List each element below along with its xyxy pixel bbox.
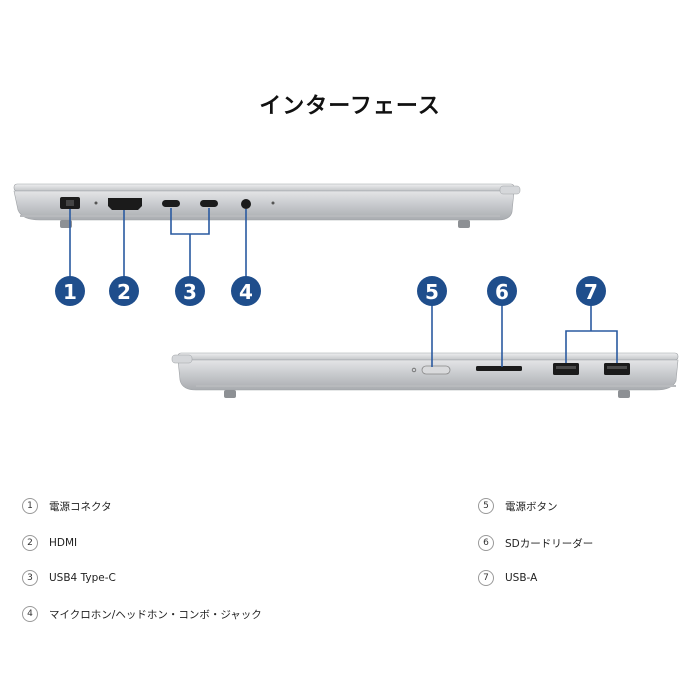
svg-text:1: 1 <box>63 280 77 304</box>
svg-text:4: 4 <box>239 280 253 304</box>
legend-number: 4 <box>22 606 38 622</box>
legend-number: 6 <box>478 535 494 551</box>
svg-text:5: 5 <box>425 280 439 304</box>
legend-label: HDMI <box>49 537 78 549</box>
legend-number: 2 <box>22 535 38 551</box>
callout-badge-7: 7 <box>576 276 606 306</box>
svg-text:7: 7 <box>584 280 598 304</box>
legend-item-usb4-type-c: 3 USB4 Type-C <box>22 570 116 586</box>
svg-text:2: 2 <box>117 280 131 304</box>
legend-number: 7 <box>478 570 494 586</box>
usb-c-port <box>162 200 180 207</box>
legend-item-sd-card-reader: 6 SDカードリーダー <box>478 535 593 551</box>
legend-label: USB4 Type-C <box>49 572 116 584</box>
legend-item-audio-jack: 4 マイクロホン/ヘッドホン・コンボ・ジャック <box>22 606 262 622</box>
legend-item-usb-a: 7 USB-A <box>478 570 537 586</box>
legend-label: マイクロホン/ヘッドホン・コンボ・ジャック <box>49 608 262 621</box>
legend-number: 3 <box>22 570 38 586</box>
legend-label: 電源コネクタ <box>49 500 112 513</box>
legend-label: 電源ボタン <box>505 500 558 513</box>
hdmi-port <box>108 198 142 210</box>
page-title: インターフェース <box>259 94 441 119</box>
legend-label: SDカードリーダー <box>505 537 594 550</box>
right-side-view <box>171 305 679 398</box>
callout-badge-3: 3 <box>175 276 205 306</box>
laptop-side-views: 1 2 3 4 5 6 7 <box>13 183 679 398</box>
legend-item-power-button: 5 電源ボタン <box>478 498 558 514</box>
svg-text:6: 6 <box>495 280 509 304</box>
legend-label: USB-A <box>505 572 538 584</box>
callout-badge-1: 1 <box>55 276 85 306</box>
legend-item-power-connector: 1 電源コネクタ <box>22 498 112 514</box>
callout-badge-2: 2 <box>109 276 139 306</box>
callout-badge-6: 6 <box>487 276 517 306</box>
legend-number: 1 <box>22 498 38 514</box>
callout-badge-4: 4 <box>231 276 261 306</box>
left-side-view <box>13 183 521 278</box>
power-button <box>421 365 451 375</box>
sd-card-slot <box>476 366 522 371</box>
callout-badge-5: 5 <box>417 276 447 306</box>
audio-jack-port <box>241 199 251 209</box>
legend-item-hdmi: 2 HDMI <box>22 535 77 551</box>
legend-number: 5 <box>478 498 494 514</box>
usb-c-port <box>200 200 218 207</box>
svg-text:3: 3 <box>183 280 197 304</box>
